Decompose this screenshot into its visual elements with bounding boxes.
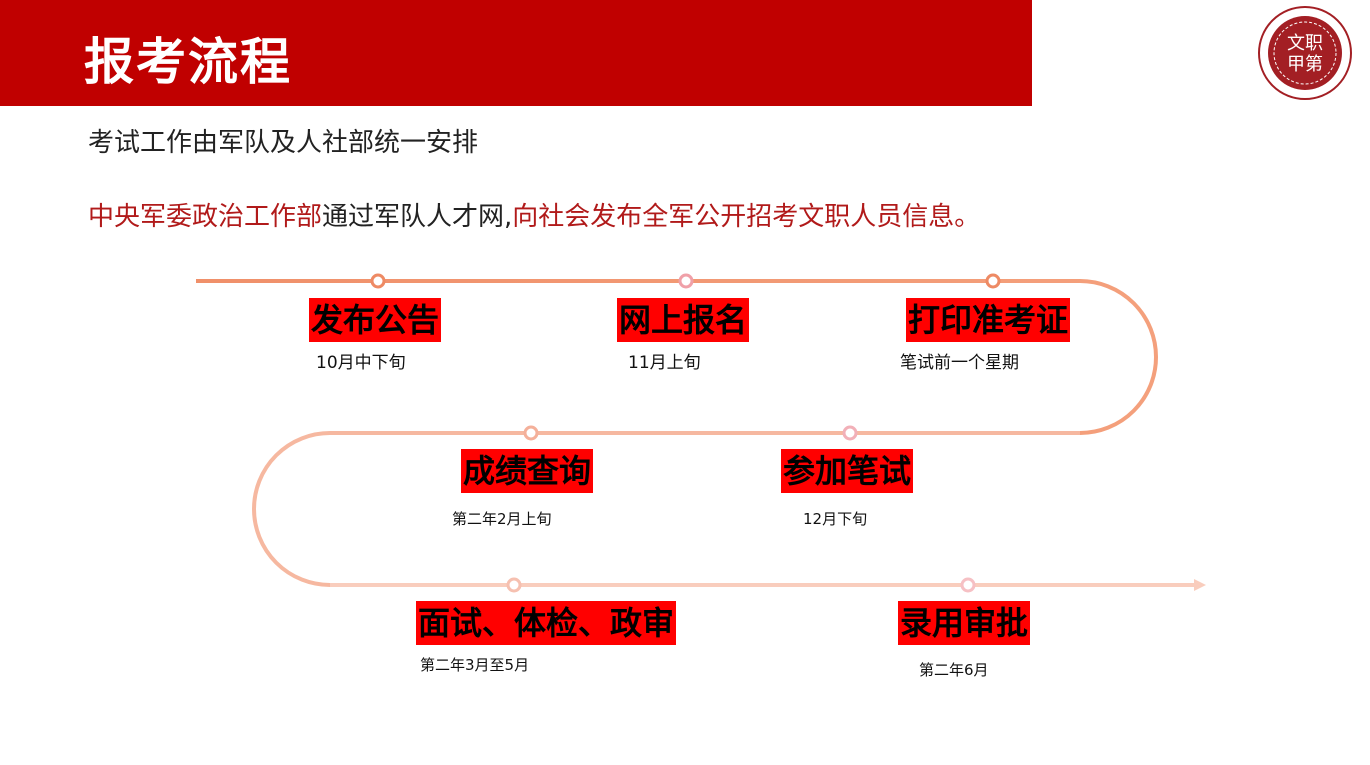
step-date: 第二年3月至5月 bbox=[420, 656, 530, 674]
step-label: 打印准考证 bbox=[906, 298, 1071, 342]
intro-channel: 通过军队人才网, bbox=[322, 202, 513, 232]
step-label: 网上报名 bbox=[617, 298, 750, 342]
node-marker bbox=[506, 577, 522, 593]
step-label: 成绩查询 bbox=[461, 449, 594, 493]
header-banner bbox=[0, 0, 1032, 106]
svg-text:文职: 文职 bbox=[1287, 33, 1323, 54]
intro-line-2: 中央军委政治工作部通过军队人才网,向社会发布全军公开招考文职人员信息。 bbox=[88, 196, 980, 233]
node-marker bbox=[985, 273, 1001, 289]
node-marker bbox=[678, 273, 694, 289]
step-label: 发布公告 bbox=[309, 298, 442, 342]
intro-line-1: 考试工作由军队及人社部统一安排 bbox=[88, 128, 479, 158]
node-marker bbox=[960, 577, 976, 593]
timeline-nodes bbox=[370, 273, 1001, 593]
step-date: 第二年6月 bbox=[919, 661, 989, 679]
intro-purpose: 向社会发布全军公开招考文职人员信息。 bbox=[512, 202, 981, 232]
page-title: 报考流程 bbox=[84, 33, 292, 91]
step-label: 面试、体检、政审 bbox=[416, 601, 677, 645]
node-marker bbox=[370, 273, 386, 289]
step-date: 10月中下旬 bbox=[316, 353, 406, 373]
step-label: 参加笔试 bbox=[781, 449, 914, 493]
step-date: 12月下旬 bbox=[803, 510, 868, 528]
step-date: 11月上旬 bbox=[628, 353, 701, 373]
logo: 文职 甲第 bbox=[1258, 6, 1352, 100]
svg-text:甲第: 甲第 bbox=[1287, 54, 1323, 75]
step-date: 第二年2月上旬 bbox=[452, 510, 552, 528]
step-label: 录用审批 bbox=[898, 601, 1031, 645]
node-marker bbox=[842, 425, 858, 441]
intro-org: 中央军委政治工作部 bbox=[88, 202, 323, 232]
node-marker bbox=[523, 425, 539, 441]
step-date: 笔试前一个星期 bbox=[900, 353, 1019, 373]
